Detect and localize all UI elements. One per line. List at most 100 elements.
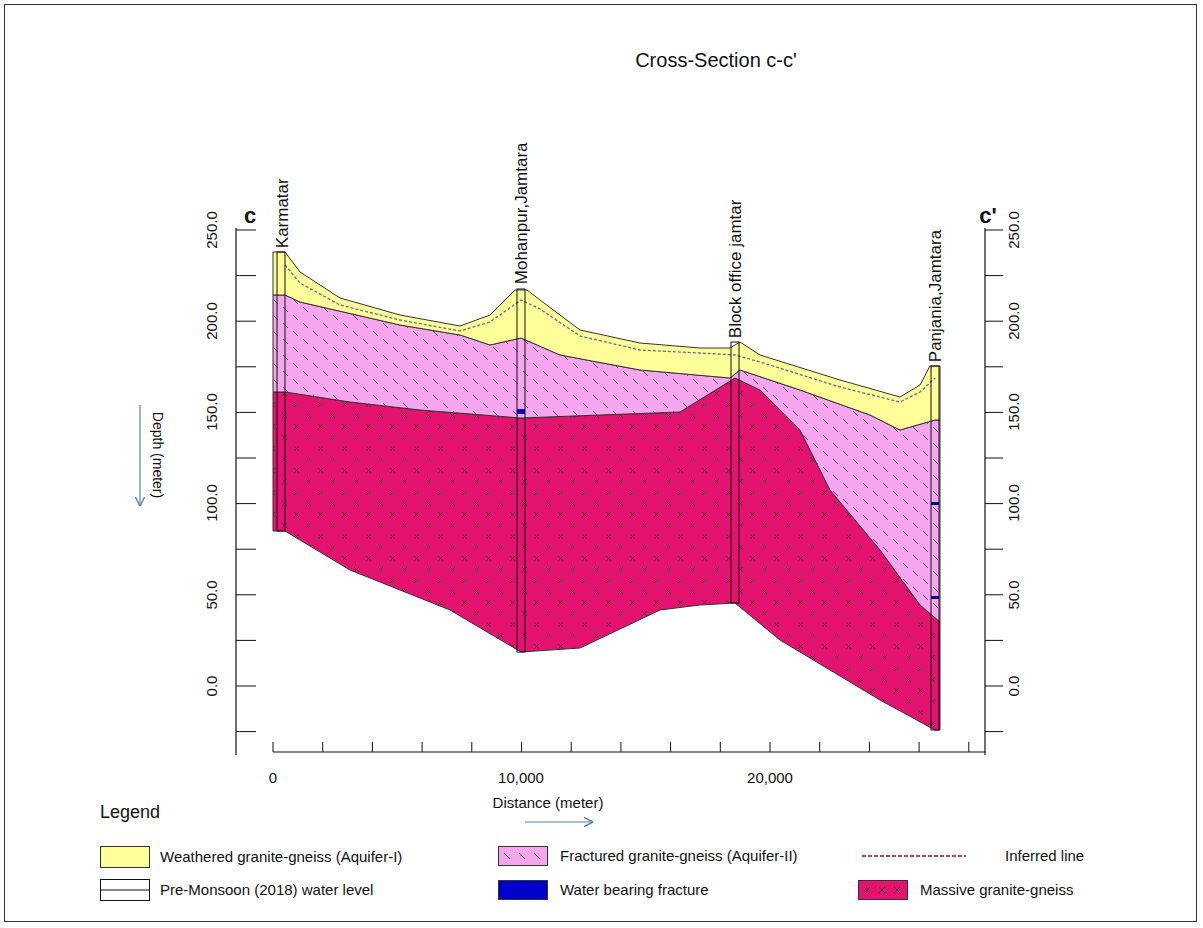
legend-title: Legend bbox=[100, 802, 160, 824]
tick-mark bbox=[985, 412, 1003, 413]
water-bearing-fracture bbox=[931, 596, 939, 599]
depth-tick-label: 150.0 bbox=[203, 393, 221, 431]
tick-mark bbox=[985, 686, 1003, 687]
legend-text: Weathered granite-gneiss (Aquifer-I) bbox=[160, 848, 402, 866]
wells bbox=[277, 252, 939, 730]
legend-text: Fractured granite-gneiss (Aquifer-II) bbox=[560, 847, 798, 865]
axis-title: Distance (meter) bbox=[493, 794, 604, 812]
well-name: Panjania,Jamtara bbox=[926, 230, 946, 362]
tick-mark bbox=[236, 686, 256, 687]
texture-stroke bbox=[864, 887, 870, 893]
legend-text: Pre-Monsoon (2018) water level bbox=[160, 881, 373, 899]
tick-mark bbox=[236, 275, 256, 276]
swatch-texture bbox=[499, 847, 547, 865]
legend-swatch bbox=[498, 846, 548, 866]
tick-mark bbox=[273, 742, 274, 752]
distance-arrow bbox=[525, 821, 592, 822]
water-level-sample bbox=[101, 880, 150, 901]
texture-stroke bbox=[504, 853, 510, 859]
texture-stroke bbox=[534, 853, 540, 859]
texture-stroke bbox=[879, 887, 885, 893]
well-column bbox=[277, 252, 285, 531]
tick-mark bbox=[985, 321, 1003, 322]
section-end-label: c' bbox=[979, 203, 996, 229]
tick-mark bbox=[471, 742, 472, 752]
well-name: Mohanpur,Jamtara bbox=[512, 142, 532, 284]
tick-mark bbox=[236, 321, 256, 322]
tick-mark bbox=[422, 742, 423, 752]
tick-mark bbox=[985, 458, 1003, 459]
tick-mark bbox=[236, 366, 256, 367]
well-column bbox=[731, 342, 739, 603]
tick-mark bbox=[985, 275, 1003, 276]
tick-mark bbox=[236, 458, 256, 459]
depth-tick-label: 50.0 bbox=[1005, 580, 1023, 609]
tick-mark bbox=[236, 230, 256, 231]
swatch-texture bbox=[859, 881, 907, 899]
tick-mark bbox=[919, 742, 920, 752]
tick-mark bbox=[968, 742, 969, 752]
well-column bbox=[517, 289, 525, 652]
layers bbox=[273, 252, 940, 730]
water-bearing-fractures bbox=[517, 409, 939, 599]
depth-tick-label: 150.0 bbox=[1005, 393, 1023, 431]
depth-tick-label: 250.0 bbox=[1005, 211, 1023, 249]
tick-mark bbox=[819, 742, 820, 752]
depth-tick-label: 0.0 bbox=[203, 676, 221, 697]
tick-mark bbox=[236, 503, 256, 504]
tick-mark bbox=[620, 742, 621, 752]
well-column bbox=[931, 366, 939, 730]
tick-mark bbox=[720, 742, 721, 752]
axes bbox=[236, 228, 985, 755]
legend-swatch bbox=[100, 846, 150, 868]
well-name: Karmatar bbox=[273, 178, 293, 248]
tick-mark bbox=[571, 742, 572, 752]
left-axis bbox=[235, 228, 236, 755]
tick-mark bbox=[236, 594, 256, 595]
tick-mark bbox=[985, 230, 1003, 231]
tick-mark bbox=[985, 640, 1003, 641]
water-bearing-fracture bbox=[517, 409, 525, 414]
distance-tick-label: 20,000 bbox=[747, 769, 793, 787]
legend-swatch bbox=[862, 846, 966, 866]
tick-mark bbox=[985, 594, 1003, 595]
tick-mark bbox=[869, 742, 870, 752]
tick-mark bbox=[236, 412, 256, 413]
tick-mark bbox=[236, 731, 256, 732]
legend-text: Inferred line bbox=[1005, 847, 1084, 865]
depth-tick-label: 100.0 bbox=[203, 484, 221, 522]
axis-title: Depth (meter) bbox=[150, 412, 167, 498]
inferred-line-sample bbox=[862, 855, 966, 857]
title: Cross-Section c-c' bbox=[635, 48, 797, 72]
legend-text: Water bearing fracture bbox=[560, 881, 709, 899]
tick-mark bbox=[372, 742, 373, 752]
tick-mark bbox=[236, 549, 256, 550]
water-level-sample bbox=[100, 890, 150, 891]
tick-mark bbox=[521, 742, 522, 752]
tick-mark bbox=[985, 503, 1003, 504]
legend-swatch bbox=[858, 880, 908, 900]
legend-swatch bbox=[498, 880, 548, 900]
bottom-axis bbox=[273, 751, 985, 752]
water-bearing-fracture bbox=[931, 502, 939, 505]
depth-arrow bbox=[139, 405, 140, 505]
box-sample bbox=[100, 879, 150, 901]
tick-mark bbox=[985, 549, 1003, 550]
depth-tick-label: 200.0 bbox=[203, 302, 221, 340]
weathered-layer bbox=[273, 252, 940, 430]
tick-mark bbox=[236, 640, 256, 641]
depth-tick-label: 100.0 bbox=[1005, 484, 1023, 522]
tick-mark bbox=[985, 366, 1003, 367]
distance-tick-label: 0 bbox=[269, 769, 277, 787]
section-end-label: c bbox=[244, 203, 256, 229]
texture-stroke bbox=[894, 887, 900, 893]
tick-mark bbox=[770, 742, 771, 752]
line-sample bbox=[862, 846, 966, 866]
texture-stroke bbox=[519, 853, 525, 859]
tick-mark bbox=[322, 742, 323, 752]
depth-tick-label: 200.0 bbox=[1005, 302, 1023, 340]
distance-tick-label: 10,000 bbox=[498, 769, 544, 787]
depth-tick-label: 250.0 bbox=[203, 211, 221, 249]
